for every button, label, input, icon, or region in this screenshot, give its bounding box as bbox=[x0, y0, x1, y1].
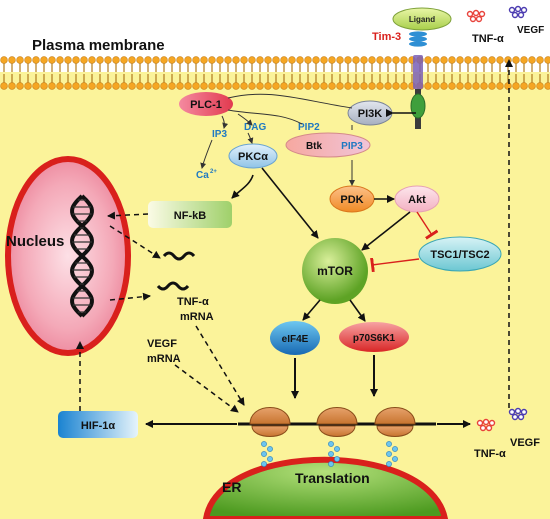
tnf-mrna-label-1: TNF-α bbox=[177, 296, 209, 308]
node-akt: Akt bbox=[394, 185, 440, 213]
dna-helix bbox=[70, 194, 94, 318]
inhibition-lines bbox=[370, 211, 439, 273]
endoplasmic-reticulum bbox=[202, 456, 449, 519]
tnf-mrna-label-2: mRNA bbox=[180, 311, 214, 323]
node-tsc: TSC1/TSC2 bbox=[418, 236, 502, 272]
vegf-label-top: VEGF bbox=[517, 25, 544, 36]
svg-text:HIF-1α: HIF-1α bbox=[81, 420, 116, 432]
svg-text:eIF4E: eIF4E bbox=[282, 334, 309, 345]
vegf-mrna-squiggle bbox=[156, 281, 190, 291]
tim3-label: Tim-3 bbox=[372, 31, 401, 43]
dashed-arrows bbox=[76, 59, 513, 413]
tnf-label-bottom: TNF-α bbox=[474, 448, 506, 460]
tnf-label-top: TNF-α bbox=[472, 33, 504, 45]
nucleus-label: Nucleus bbox=[6, 233, 64, 250]
ligand-shape bbox=[392, 7, 452, 31]
dag-label: DAG bbox=[244, 122, 266, 133]
ligand-label: Ligand bbox=[409, 15, 435, 24]
nucleus bbox=[5, 156, 131, 356]
secreted-cytokines-bottom bbox=[476, 407, 528, 432]
tim3-tail-domain bbox=[410, 93, 426, 119]
svg-text:PKCα: PKCα bbox=[238, 151, 268, 163]
plc-pathways bbox=[200, 93, 353, 169]
ca-label: Ca 2+ bbox=[196, 169, 217, 181]
pip2-label: PIP2 bbox=[298, 122, 320, 133]
node-pdk: PDK bbox=[329, 185, 375, 213]
svg-text:PI3K: PI3K bbox=[358, 108, 383, 120]
node-plc1: PLC-1 bbox=[179, 92, 233, 116]
node-eif4e: eIF4E bbox=[270, 321, 320, 355]
ip3-label: IP3 bbox=[212, 129, 227, 140]
vegf-label-bottom: VEGF bbox=[510, 437, 540, 449]
node-mtor: mTOR bbox=[302, 238, 368, 304]
node-pkc: PKCα bbox=[228, 143, 278, 169]
svg-text:Akt: Akt bbox=[408, 194, 426, 206]
svg-text:PLC-1: PLC-1 bbox=[190, 99, 222, 111]
tnf-mrna-squiggle bbox=[162, 251, 196, 261]
svg-text:p70S6K1: p70S6K1 bbox=[353, 333, 396, 344]
node-hif1a: HIF-1α bbox=[58, 411, 138, 438]
svg-text:TSC1/TSC2: TSC1/TSC2 bbox=[430, 249, 489, 261]
er-label: ER bbox=[222, 479, 241, 495]
svg-text:2+: 2+ bbox=[210, 169, 217, 175]
node-nfkb: NF-kB bbox=[148, 201, 232, 228]
node-pi3k: PI3K bbox=[347, 100, 393, 126]
svg-text:Btk: Btk bbox=[306, 141, 323, 152]
node-p70s6k1: p70S6K1 bbox=[339, 322, 409, 352]
vegf-mrna-label-1: VEGF bbox=[147, 338, 177, 350]
svg-text:PIP3: PIP3 bbox=[341, 141, 363, 152]
svg-text:PDK: PDK bbox=[340, 194, 363, 206]
tim3-receptor: Ligand Tim-3 bbox=[372, 7, 452, 129]
translation-label: Translation bbox=[295, 470, 370, 486]
vegf-mrna-label-2: mRNA bbox=[147, 353, 181, 365]
svg-text:Ca: Ca bbox=[196, 170, 209, 181]
secreted-cytokines-top bbox=[466, 5, 528, 23]
ribosomes bbox=[249, 407, 416, 467]
plasma-membrane-label: Plasma membrane bbox=[32, 37, 165, 54]
svg-text:mTOR: mTOR bbox=[317, 264, 353, 278]
svg-text:NF-kB: NF-kB bbox=[174, 210, 206, 222]
signal-arrows bbox=[145, 109, 471, 428]
node-btk-pip3: Btk PIP3 bbox=[285, 132, 371, 158]
